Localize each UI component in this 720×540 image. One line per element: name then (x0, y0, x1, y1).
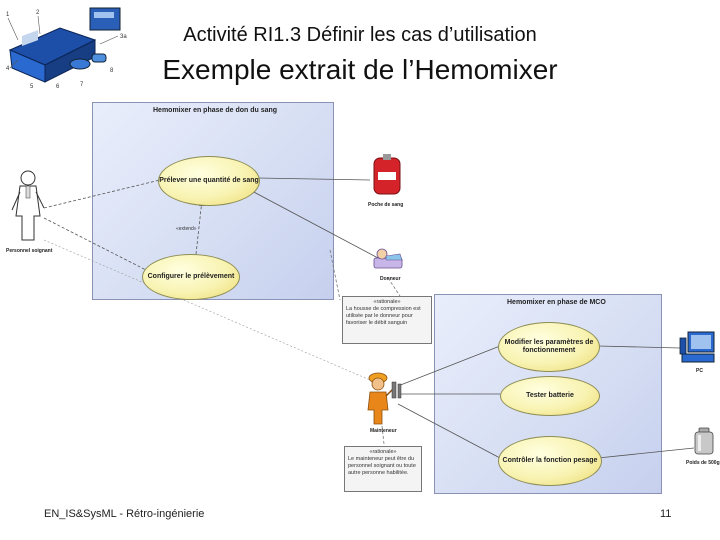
page-number: 11 (660, 508, 672, 520)
poids-icon (692, 426, 716, 456)
system-title-mco: Hemomixer en phase de MCO (507, 299, 606, 306)
donneur-icon (372, 244, 406, 274)
note1-stereotype: «rationale» (373, 299, 401, 305)
poche-de-sang-icon (368, 154, 406, 198)
actor-label-mainteneur: Mainteneur (370, 428, 397, 434)
usecase-modifier-parametres: Modifier les paramètres de fonctionnemen… (498, 322, 600, 372)
personnel-soignant-icon (6, 168, 50, 248)
actor-label-pc: PC (696, 368, 703, 374)
usecase-tester-batterie: Tester batterie (500, 376, 600, 416)
slide-title-line2: Exemple extrait de l’Hemomixer (162, 54, 558, 85)
actor-label-donneur: Donneur (380, 276, 401, 282)
actor-label-personnel-soignant: Personnel soignant (6, 248, 53, 254)
svg-text:3a: 3a (120, 34, 127, 40)
note1-text: La housse de compression est utilisée pa… (346, 305, 421, 326)
svg-text:5: 5 (30, 84, 34, 90)
note2-stereotype: «rationale» (369, 449, 397, 455)
hemomixer-illustration: 1 2 3a 4 5 6 7 8 (0, 0, 140, 100)
usecase-controler-pesage: Contrôler la fonction pesage (498, 436, 602, 486)
usecase-configurer-prelevement: Configurer le prélèvement (142, 254, 240, 300)
actor-label-poche-de-sang: Poche de sang (368, 202, 404, 208)
usecase-prelever-sang: Prélever une quantité de sang (158, 156, 260, 206)
svg-text:2: 2 (36, 10, 40, 16)
footer-course-label: EN_IS&SysML - Rétro-ingénierie (44, 508, 205, 520)
rationale-note-mainteneur: «rationale» Le mainteneur peut être du p… (344, 446, 422, 492)
svg-text:1: 1 (6, 12, 10, 18)
rationale-note-housse: «rationale» La housse de compression est… (342, 296, 432, 344)
slide-title-line1: Activité RI1.3 Définir les cas d’utilisa… (183, 24, 537, 46)
svg-text:8: 8 (110, 68, 114, 74)
extend-label: «extend» (176, 226, 197, 232)
svg-text:4: 4 (6, 66, 10, 72)
note2-text: Le mainteneur peut être du personnel soi… (348, 455, 416, 476)
system-title-don-du-sang: Hemomixer en phase de don du sang (153, 107, 278, 114)
svg-text:6: 6 (56, 84, 60, 90)
actor-label-poids: Poids de 500g (686, 460, 720, 466)
mainteneur-icon (362, 370, 404, 426)
svg-text:7: 7 (80, 82, 84, 88)
pc-icon (678, 330, 718, 366)
